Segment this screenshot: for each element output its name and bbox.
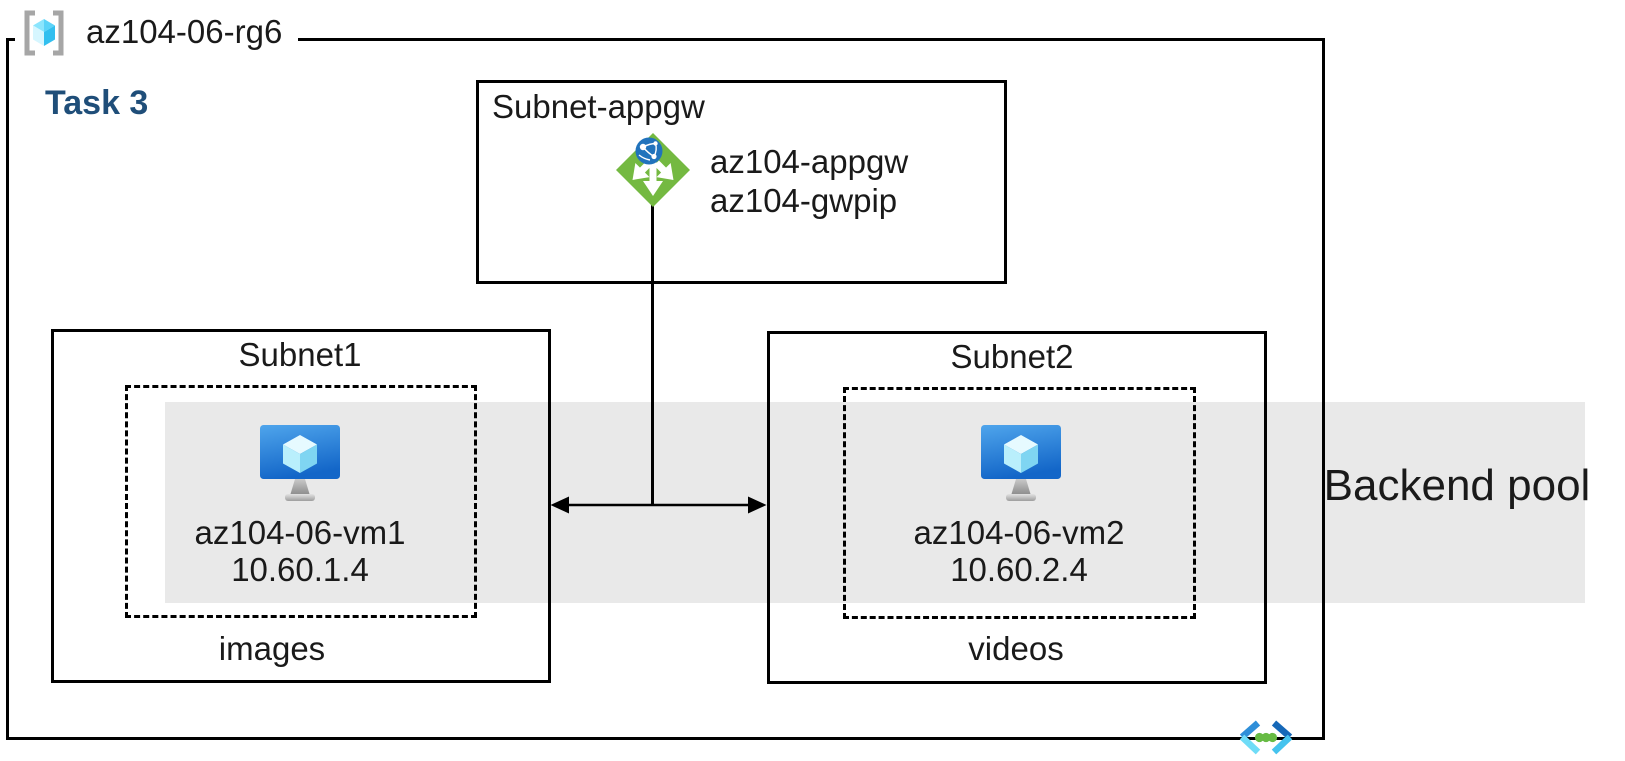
subnet1-box: [51, 329, 551, 683]
backend-pool-band: [165, 402, 1585, 603]
resource-group-box: [6, 38, 1325, 740]
virtual-machine-icon: [258, 423, 342, 508]
appgw-connector-line: [651, 205, 654, 506]
appgw-subnet-box: [476, 80, 1007, 284]
resource-group-title: az104-06-rg6: [86, 13, 283, 50]
subnet1-caption: images: [218, 630, 326, 667]
vm2-ip: 10.60.2.4: [950, 551, 1088, 588]
application-gateway-icon: [613, 130, 693, 215]
subnet2-label: Subnet2: [950, 338, 1074, 375]
task-label: Task 3: [45, 84, 149, 122]
subnet2-box: [767, 331, 1267, 684]
resource-group-border-gap: [15, 31, 298, 45]
virtual-network-icon: [1234, 717, 1298, 761]
appgw-subnet-label: Subnet-appgw: [492, 88, 705, 125]
appgw-name: az104-appgw: [710, 143, 909, 180]
subnet2-dashed-box: [843, 387, 1196, 619]
backend-pool-label: Backend pool: [1323, 461, 1591, 510]
vm1-name: az104-06-vm1: [194, 514, 406, 551]
virtual-machine-icon: [979, 423, 1063, 508]
vm2-name: az104-06-vm2: [913, 514, 1125, 551]
appgw-public-ip-name: az104-gwpip: [710, 182, 898, 219]
resource-group-icon: [21, 9, 67, 62]
subnet-double-arrow: [550, 494, 767, 521]
subnet2-caption: videos: [968, 630, 1064, 667]
vm1-ip: 10.60.1.4: [231, 551, 369, 588]
subnet1-dashed-box: [125, 385, 477, 618]
subnet1-label: Subnet1: [238, 336, 362, 373]
